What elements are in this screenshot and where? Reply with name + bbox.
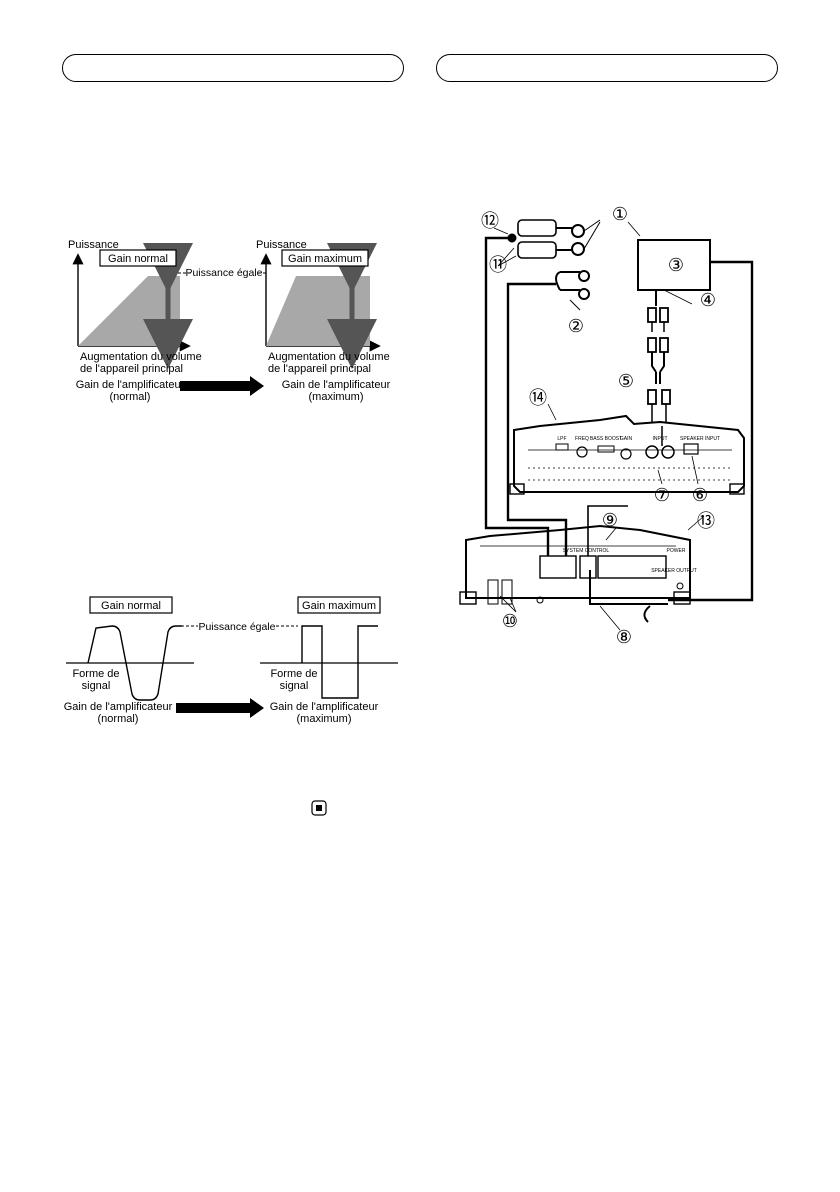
diagram-callouts: ① ② ③ ④ ⑤ ⑥ ⑦ ⑧ ⑨ ⑩ ⑪ ⑫ ⑬ ⑭: [481, 204, 716, 647]
gain-normal-label: Gain normal: [108, 253, 168, 265]
signal-form-right-2: signal: [280, 680, 309, 692]
gain-left-label-2: (normal): [110, 391, 151, 403]
gain-arrow: [180, 376, 264, 396]
callout-1: ①: [612, 204, 628, 224]
signal-gain-maximum-label: Gain maximum: [302, 600, 376, 612]
signal-gain-left-2: (normal): [98, 713, 139, 725]
gain-left-label-1: Gain de l'amplificateur: [76, 379, 185, 391]
amp-speaker-input-label: SPEAKER INPUT: [680, 436, 720, 442]
left-x-label-1: Augmentation du volume: [80, 351, 202, 363]
signal-wave-normal: [87, 625, 182, 701]
left-x-label-2: de l'appareil principal: [80, 363, 183, 375]
amp-bass-label: BASS BOOST: [590, 436, 622, 442]
callout-5: ⑤: [618, 371, 634, 391]
amp-gain-label: GAIN: [620, 436, 633, 442]
amp-input-label: INPUT: [653, 436, 668, 442]
right-x-label-1: Augmentation du volume: [268, 351, 390, 363]
right-x-label-2: de l'appareil principal: [268, 363, 371, 375]
signal-gain-left-1: Gain de l'amplificateur: [64, 701, 173, 713]
callout-10: ⑩: [502, 611, 518, 631]
signal-equal-label: Puissance égale: [198, 621, 275, 633]
power-gain-chart: Puissance Gain normal Puissance égale Pu…: [68, 239, 391, 403]
left-y-axis-label: Puissance: [68, 239, 119, 251]
callout-7: ⑦: [654, 485, 670, 505]
amp-panel-labels: LPF FREQ BASS BOOST GAIN INPUT SPEAKER I…: [557, 436, 720, 574]
callout-3: ③: [668, 255, 684, 275]
signal-form-left-1: Forme de: [72, 668, 119, 680]
callout-2: ②: [568, 316, 584, 336]
section-header-right: [436, 54, 778, 82]
amp-system-control-label: SYSTEM CONTROL: [563, 548, 610, 554]
right-y-axis-label: Puissance: [256, 239, 307, 251]
callout-11: ⑪: [489, 255, 507, 275]
gain-right-label-1: Gain de l'amplificateur: [282, 379, 391, 391]
signal-gain-maximum-box: [297, 596, 381, 614]
amp-power-label: POWER: [667, 548, 686, 554]
callout-12: ⑫: [481, 211, 499, 231]
amp-freq-label: FREQ: [575, 436, 589, 442]
gain-maximum-box: [281, 249, 369, 267]
left-power-area: [78, 276, 180, 346]
equal-power-label: Puissance égale: [185, 267, 262, 279]
callout-9: ⑨: [602, 510, 618, 530]
callout-14: ⑭: [529, 388, 547, 408]
amp-speaker-output-label: SPEAKER OUTPUT: [651, 568, 697, 574]
signal-gain-normal-box: [89, 596, 173, 614]
signal-gain-right-1: Gain de l'amplificateur: [270, 701, 379, 713]
signal-gain-chart: Gain normal Gain maximum Puissance égale…: [64, 596, 398, 725]
section-header-left: [62, 54, 404, 82]
end-mark-icon: [311, 800, 327, 816]
signal-wave-maximum: [301, 625, 378, 699]
signal-gain-arrow: [176, 698, 264, 718]
callout-13: ⑬: [697, 511, 715, 531]
callout-6: ⑥: [692, 485, 708, 505]
gain-normal-box: [99, 249, 177, 267]
signal-form-right-1: Forme de: [270, 668, 317, 680]
signal-form-left-2: signal: [82, 680, 111, 692]
amp-lpf-label: LPF: [557, 436, 566, 442]
callout-8: ⑧: [616, 627, 632, 647]
signal-gain-normal-label: Gain normal: [101, 600, 161, 612]
gain-maximum-label: Gain maximum: [288, 253, 362, 265]
callout-4: ④: [700, 290, 716, 310]
signal-gain-right-2: (maximum): [297, 713, 352, 725]
gain-right-label-2: (maximum): [309, 391, 364, 403]
wiring-diagram: [459, 219, 754, 623]
